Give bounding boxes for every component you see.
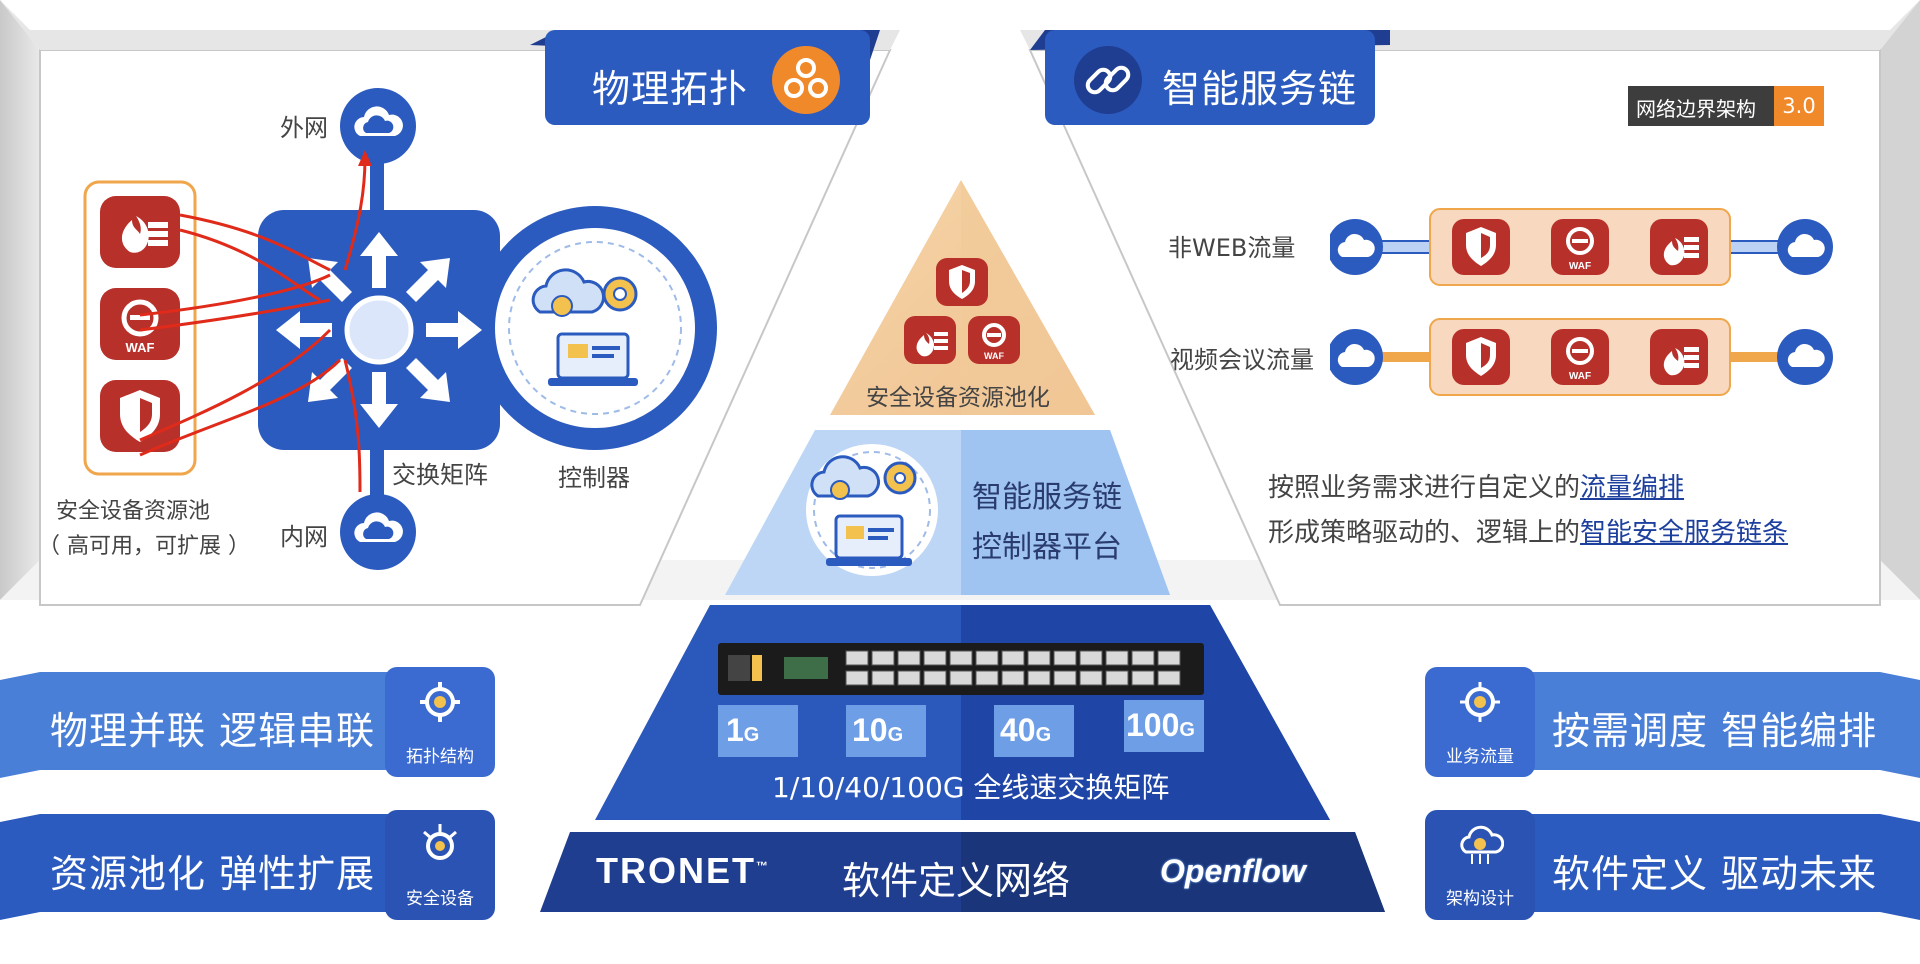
version-badge-text: 网络边界架构 [1636,97,1756,121]
pyramid-devices-icon: WAF [904,258,1020,364]
security-device-icon [423,824,457,860]
architecture-cloud-icon [1460,825,1504,864]
lan-label: 内网 [280,523,328,551]
desc-line2: 形成策略驱动的、逻辑上的智能安全服务链条 [1268,512,1788,549]
arrows-icon [276,232,482,428]
svg-text:WAF: WAF [1569,261,1591,272]
speed-40g-unit: G [1035,724,1052,746]
flow2-label: 视频会议流量 [1170,346,1314,374]
desc-line2-link[interactable]: 智能安全服务链条 [1580,518,1789,548]
speed-box-10g: 10G [846,705,926,757]
pool-label-line1: 安全设备资源池 [56,499,211,524]
speed-100g-num: 100 [1126,707,1180,743]
left-top-ribbon-text: 物理并联 逻辑串联 [50,709,376,753]
controller-icon [531,268,638,386]
left-top-badge: 拓扑结构 [406,747,474,767]
topology-gear-icon [420,682,460,722]
speed-1g-unit: G [743,724,760,746]
controller-label: 控制器 [558,464,630,492]
traffic-path-lines [139,150,372,493]
pyramid-middle-label-2: 控制器平台 [972,530,1122,565]
right-top-badge: 业务流量 [1446,747,1514,767]
switch-device-icon [718,643,1204,695]
version-number: 3.0 [1774,86,1824,126]
link-icon [1074,46,1142,114]
flow1-chain: WAF [1330,208,1833,286]
wan-cloud-icon [340,88,416,164]
speed-10g-unit: G [887,724,904,746]
speed-box-40g: 40G [994,705,1074,757]
right-top-ribbon-text: 按需调度 智能编排 [1552,709,1878,753]
desc-line1-link[interactable]: 流量编排 [1580,473,1685,503]
tronet-logo: TRONET™ [596,850,770,892]
waf-icon: WAF [100,288,180,360]
flow1-label: 非WEB流量 [1168,234,1296,262]
desc-line2-prefix: 形成策略驱动的、逻辑上的 [1268,518,1581,548]
shield-icon [100,380,180,452]
left-bottom-badge: 安全设备 [406,889,474,909]
flow2-chain: WAF [1330,318,1833,396]
desc-line1-prefix: 按照业务需求进行自定义的 [1268,473,1581,503]
speed-10g-num: 10 [852,712,888,748]
desc-line1: 按照业务需求进行自定义的流量编排 [1268,467,1684,504]
base-title: 软件定义网络 [842,859,1071,903]
waf-text: WAF [126,340,155,355]
lan-cloud-icon [340,494,416,570]
svg-text:WAF: WAF [984,351,1004,361]
pyramid-middle-label-1: 智能服务链 [972,480,1122,515]
version-badge: 网络边界架构 3.0 [1628,86,1824,126]
tronet-tm: ™ [756,859,770,873]
svg-text:WAF: WAF [1569,371,1591,382]
switch-label: 交换矩阵 [392,461,488,489]
speed-box-1g: 1G [718,705,798,757]
speed-100g-unit: G [1179,719,1195,741]
topology-tab-title: 物理拓扑 [592,67,749,111]
speed-1g-num: 1 [726,712,744,748]
right-bottom-badge: 架构设计 [1446,889,1514,909]
openflow-logo: Openflow [1160,853,1306,889]
tronet-brand: TRONET [596,850,756,891]
left-bottom-ribbon-text: 资源池化 弹性扩展 [50,852,376,896]
pool-label-line2: （ 高可用，可扩展 ） [38,534,250,559]
right-bottom-ribbon-text: 软件定义 驱动未来 [1552,852,1878,896]
service-chain-tab-title: 智能服务链 [1162,67,1358,111]
switch-caption: 1/10/40/100G 全线速交换矩阵 [772,771,1170,804]
controller-platform-icon [806,444,938,576]
pyramid-top-label: 安全设备资源池化 [866,385,1050,411]
speed-box-100g: 100G [1124,700,1204,752]
gears-icon [772,46,840,114]
speed-40g-num: 40 [1000,712,1036,748]
traffic-gear-icon [1460,682,1500,722]
firewall-icon [100,196,180,268]
wan-label: 外网 [280,114,328,142]
